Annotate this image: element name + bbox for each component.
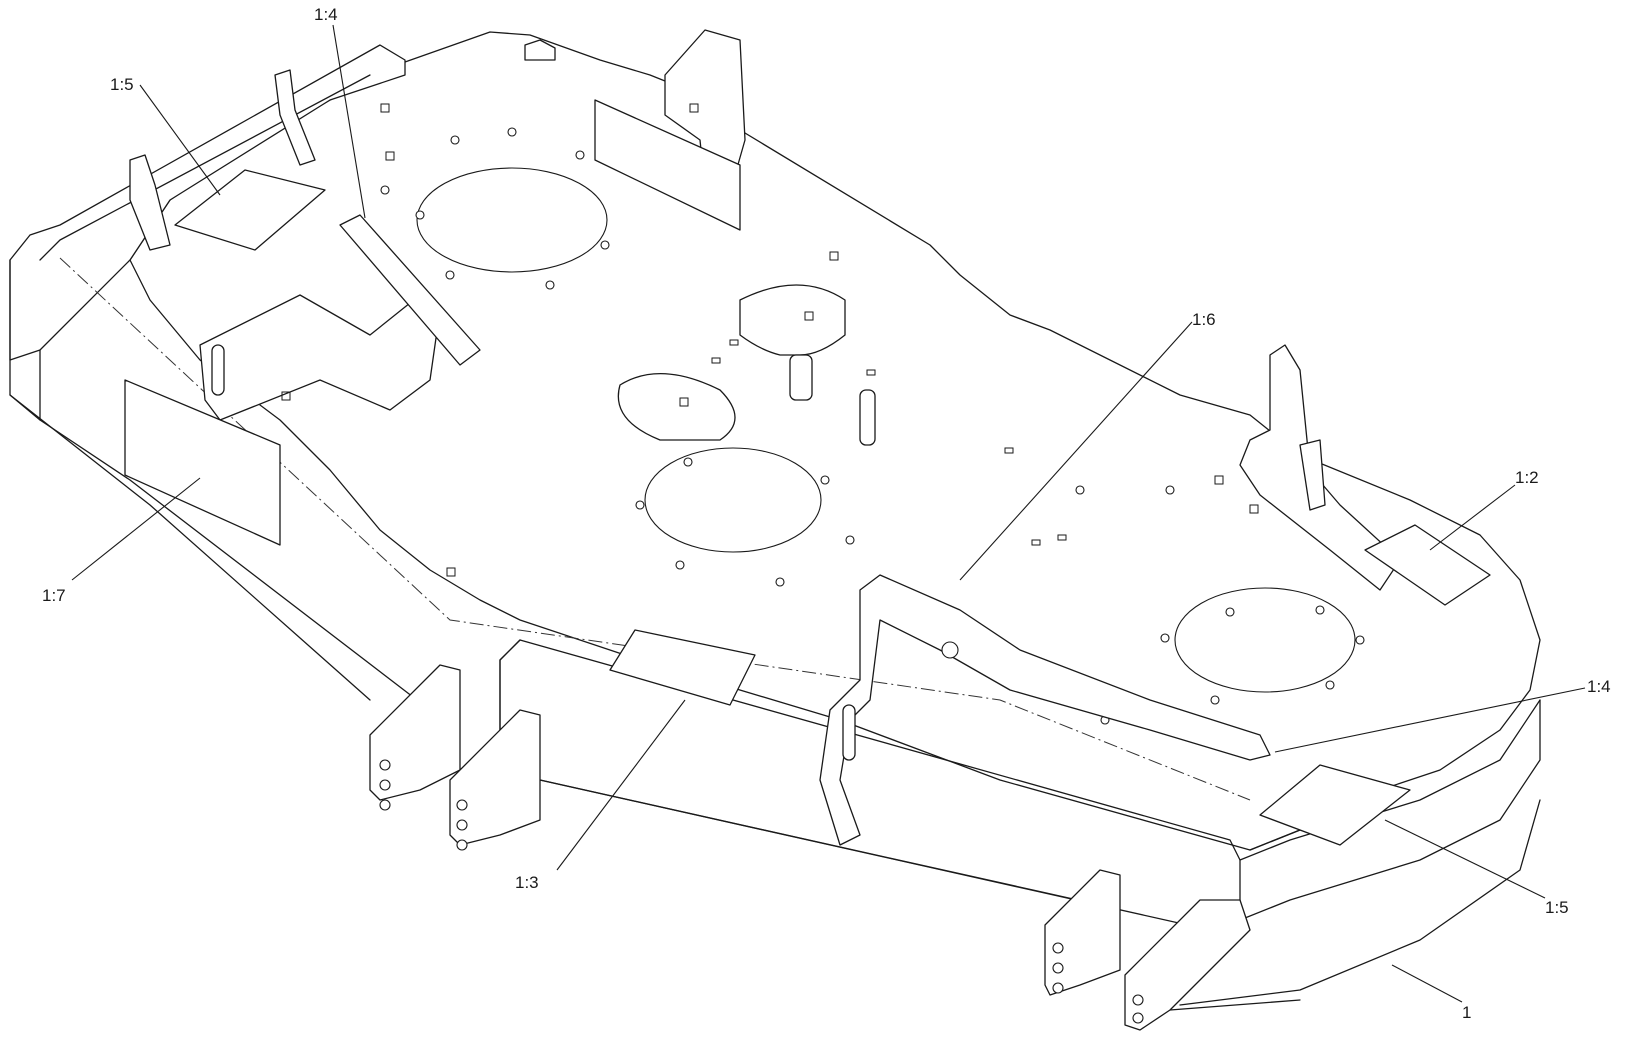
callout-1-6: 1:6 bbox=[1192, 310, 1216, 329]
leader-1-5-left bbox=[139, 84, 221, 196]
leader-1 bbox=[1391, 964, 1463, 1003]
leader-1-6 bbox=[959, 321, 1193, 581]
right-spindle-hole bbox=[1174, 587, 1356, 693]
leader-lines bbox=[71, 24, 1586, 1003]
decal-1-2 bbox=[1364, 524, 1491, 606]
decal-1-5-right bbox=[1259, 764, 1411, 846]
callout-1-4-top: 1:4 bbox=[314, 5, 338, 24]
decal-1-7 bbox=[124, 379, 281, 546]
callout-1: 1 bbox=[1462, 1003, 1471, 1022]
leader-1-3 bbox=[556, 699, 686, 871]
leader-1-5-right bbox=[1384, 819, 1546, 899]
left-spindle-hole bbox=[416, 167, 608, 273]
leader-1-2 bbox=[1429, 484, 1516, 551]
callout-1-4-right: 1:4 bbox=[1587, 677, 1611, 696]
callout-labels: 1:4 1:5 1:6 1:2 1:4 1:7 1:3 1:5 1 bbox=[42, 5, 1611, 1022]
mounting-brackets bbox=[129, 29, 1401, 1031]
callout-1-2: 1:2 bbox=[1515, 468, 1539, 487]
decal-1-5-left bbox=[174, 169, 326, 251]
leader-1-7 bbox=[71, 477, 201, 581]
callout-1-5-right: 1:5 bbox=[1545, 898, 1569, 917]
center-spindle-hole bbox=[644, 447, 822, 553]
decal-1-3 bbox=[609, 629, 756, 706]
decals bbox=[124, 169, 1491, 846]
callout-1-5-left: 1:5 bbox=[110, 75, 134, 94]
leader-1-4-top bbox=[332, 24, 366, 219]
leader-1-4-right bbox=[1274, 687, 1586, 753]
spindle-openings bbox=[295, 127, 1365, 785]
callout-1-7: 1:7 bbox=[42, 586, 66, 605]
callout-1-3: 1:3 bbox=[515, 873, 539, 892]
idler-parts bbox=[524, 39, 876, 446]
slot-marks bbox=[281, 103, 1259, 577]
